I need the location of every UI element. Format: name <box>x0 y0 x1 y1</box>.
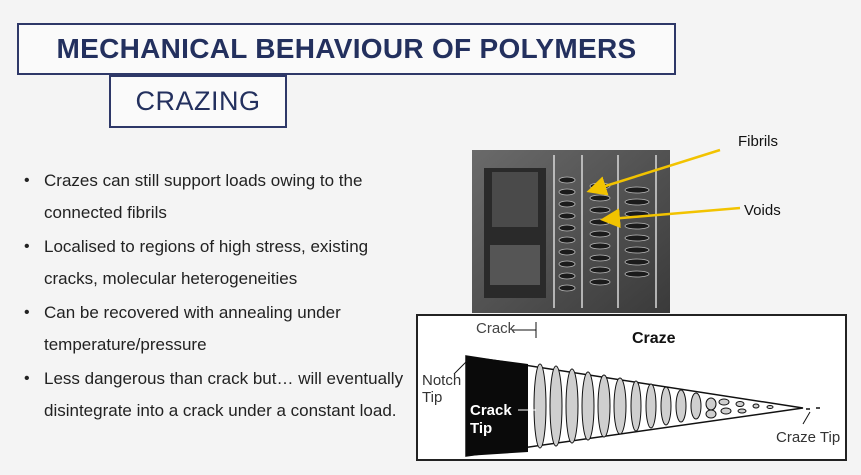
craze-micrograph <box>472 150 670 313</box>
bullet-list: Crazes can still support loads owing to … <box>22 165 422 429</box>
slide-subtitle: CRAZING <box>135 86 261 116</box>
craze-tip-label: Craze Tip <box>776 429 841 446</box>
bullet-item: Localised to regions of high stress, exi… <box>22 231 422 295</box>
notch-tip-label: Notch Tip <box>422 372 462 406</box>
title-box: MECHANICAL BEHAVIOUR OF POLYMERS <box>17 23 676 75</box>
subtitle-box: CRAZING <box>109 75 287 128</box>
bullet-item: Less dangerous than crack but… will even… <box>22 363 422 427</box>
slide-title: MECHANICAL BEHAVIOUR OF POLYMERS <box>56 33 637 64</box>
craze-title: Craze <box>632 330 676 347</box>
crack-tip-label: Crack Tip <box>470 402 512 437</box>
crack-label: Crack <box>476 320 516 337</box>
voids-label: Voids <box>744 202 781 219</box>
bullet-item: Can be recovered with annealing under te… <box>22 297 422 361</box>
fibrils-label: Fibrils <box>738 133 778 150</box>
bullet-item: Crazes can still support loads owing to … <box>22 165 422 229</box>
craze-diagram: Craze Crack Notch Tip Crack Tip Craze Ti… <box>416 314 847 461</box>
